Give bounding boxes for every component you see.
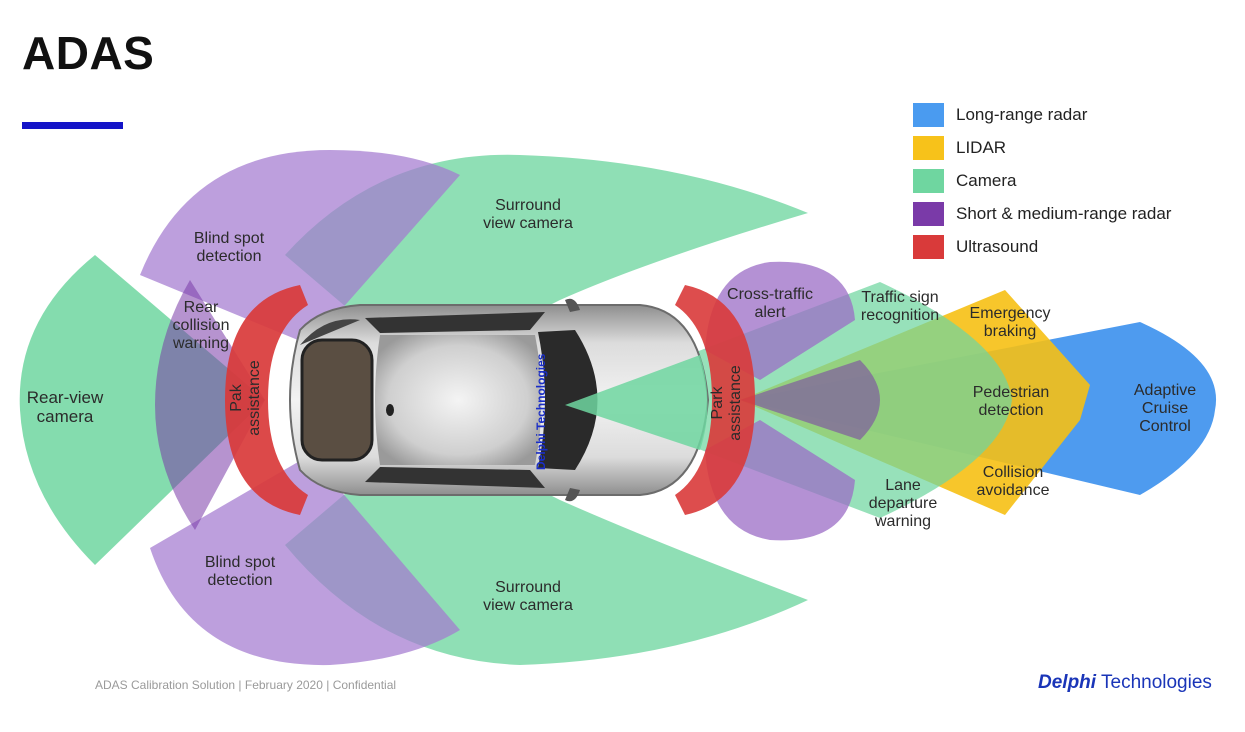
brand-part2: Technologies (1096, 672, 1212, 693)
zone-label-line: Pedestrian (973, 384, 1050, 401)
legend-label: Camera (956, 170, 1017, 190)
zone-label-line: departure (869, 495, 938, 512)
zone-label-line: Blind spot (194, 230, 265, 247)
zone-label-park-rear: Pakassistance (228, 360, 263, 436)
legend-label: LIDAR (956, 137, 1007, 157)
zone-label-line: Lane (885, 477, 921, 494)
legend-item: Ultrasound (913, 230, 1171, 263)
zone-label-line: Control (1139, 418, 1191, 435)
zone-label-line: detection (979, 402, 1044, 419)
zone-label-line: detection (197, 248, 262, 265)
legend-swatch (913, 201, 944, 226)
ultrasound-front-zone (675, 285, 755, 515)
footer-text: ADAS Calibration Solution | February 202… (95, 678, 397, 692)
zone-label-line: assistance (246, 360, 263, 436)
legend-swatch (913, 234, 944, 259)
zone-label-line: Rear-view (27, 388, 104, 407)
zone-label-park-front: Parkassistance (709, 365, 744, 441)
title-underline (22, 122, 123, 129)
zone-label-line: Surround (495, 579, 561, 596)
ultrasound-rear-zone (225, 285, 308, 515)
blind-spot-top-zone (140, 150, 460, 345)
legend-item: LIDAR (913, 131, 1171, 164)
car (289, 298, 710, 502)
rear-radar-zone (155, 280, 265, 530)
zone-label-line: detection (208, 572, 273, 589)
zone-label-line: avoidance (977, 482, 1050, 499)
legend-swatch (913, 168, 944, 193)
zone-label-line: warning (874, 513, 931, 530)
brand-part1: Delphi (1038, 672, 1097, 693)
zone-label-line: Cruise (1142, 400, 1188, 417)
zone-label-line: Park (709, 386, 726, 420)
zone-label-line: assistance (727, 365, 744, 441)
zone-label-line: Collision (983, 464, 1043, 481)
rear-camera-zone (19, 255, 266, 565)
zone-label-line: Blind spot (205, 554, 276, 571)
windshield-label: Delphi Technologies (534, 353, 548, 470)
legend-item: Short & medium-range radar (913, 197, 1171, 230)
zone-label-line: Cross-traffic (727, 286, 813, 303)
zone-label-line: Traffic sign (861, 289, 938, 306)
zone-label-line: Rear (184, 299, 219, 316)
zone-label-line: view camera (483, 597, 573, 614)
legend-item: Camera (913, 164, 1171, 197)
blind-spot-bottom-zone (150, 455, 460, 666)
zone-label-line: alert (754, 304, 786, 321)
zone-label-line: braking (984, 323, 1036, 340)
legend-swatch (913, 102, 944, 127)
front-medium-radar-zone (740, 360, 880, 440)
zone-label-line: camera (37, 407, 94, 426)
legend-label: Long-range radar (956, 104, 1088, 124)
legend-label: Ultrasound (956, 236, 1039, 256)
legend-item: Long-range radar (913, 98, 1171, 131)
zone-label-line: Emergency (970, 305, 1051, 322)
legend-swatch (913, 135, 944, 160)
windshield-camera-zone (565, 355, 708, 450)
zone-label-line: recognition (861, 307, 939, 324)
zone-label-line: Adaptive (1134, 382, 1196, 399)
page-title: ADAS (22, 27, 155, 79)
zone-label-line: Pak (228, 383, 245, 412)
brand-logo: Delphi Technologies (1038, 672, 1212, 694)
zone-label-line: collision (173, 317, 230, 334)
zone-label-line: Surround (495, 197, 561, 214)
legend-label: Short & medium-range radar (956, 203, 1172, 223)
zone-label-line: warning (172, 335, 229, 352)
zone-label-line: view camera (483, 215, 573, 232)
